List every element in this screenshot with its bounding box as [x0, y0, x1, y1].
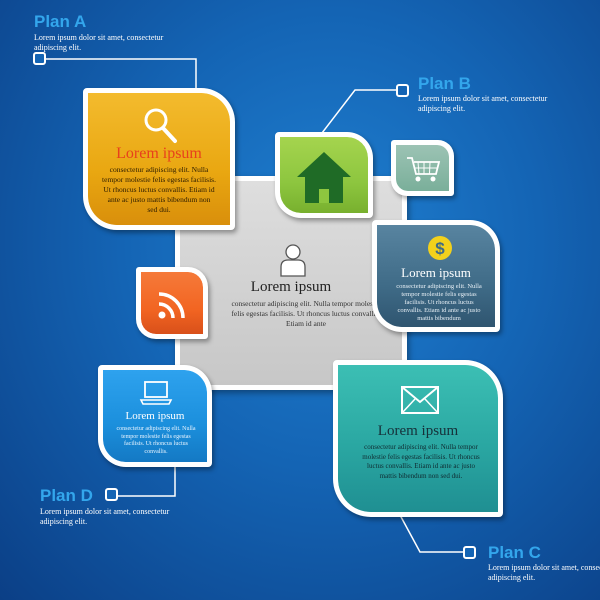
connector-plan-b	[321, 89, 403, 134]
tile-laptop-heading: Lorem ipsum	[125, 410, 185, 422]
laptop-icon	[139, 381, 173, 405]
tile-mail-heading: Lorem ipsum	[377, 423, 459, 439]
tile-cart	[391, 140, 454, 196]
plan-a-description: Lorem ipsum dolor sit amet, consectetur …	[34, 33, 164, 52]
connector-plan-a	[46, 58, 197, 90]
tile-laptop: Lorem ipsum consectetur adipiscing elit.…	[98, 365, 212, 467]
connector-plan-c	[399, 514, 467, 553]
plan-b-description: Lorem ipsum dolor sit amet, consectetur …	[418, 94, 548, 113]
connector-node-b	[396, 84, 409, 97]
connector-node-d	[105, 488, 118, 501]
plan-d-description: Lorem ipsum dolor sit amet, consectetur …	[40, 507, 170, 526]
tile-rss	[136, 267, 208, 339]
mail-icon	[401, 386, 439, 414]
connector-node-c	[463, 546, 476, 559]
person-icon	[280, 244, 306, 277]
tile-dollar: $ Lorem ipsum consectetur adipiscing eli…	[372, 220, 500, 332]
connector-node-a	[33, 52, 46, 65]
tile-mail: Lorem ipsum consectetur adipiscing elit.…	[333, 360, 503, 517]
tile-search-heading: Lorem ipsum	[116, 145, 202, 162]
tile-dollar-body: consectetur adipiscing elit. Nulla tempo…	[396, 283, 482, 322]
plan-b-title: Plan B	[418, 74, 471, 93]
tile-search-body: consectetur adipiscing elit. Nulla tempo…	[102, 165, 216, 214]
tile-laptop-body: consectetur adipiscing elit. Nulla tempo…	[116, 426, 196, 455]
search-icon	[144, 108, 177, 143]
rss-icon	[158, 292, 185, 319]
tile-mail-body: consectetur adipiscing elit. Nulla tempo…	[362, 443, 480, 480]
plan-c-description: Lorem ipsum dolor sit amet, consectetur …	[488, 563, 600, 582]
plan-c-title: Plan C	[488, 543, 541, 562]
svg-text:$: $	[435, 239, 445, 258]
tile-search: Lorem ipsum consectetur adipiscing elit.…	[83, 88, 235, 230]
dollar-icon: $	[428, 236, 452, 260]
center-body: consectetur adipiscing elit. Nulla tempo…	[231, 299, 381, 328]
cart-icon	[407, 157, 441, 182]
tile-home	[275, 132, 373, 218]
plan-d-title: Plan D	[40, 486, 93, 505]
center-heading: Lorem ipsum	[250, 279, 332, 295]
tile-dollar-heading: Lorem ipsum	[401, 265, 471, 280]
plan-a-title: Plan A	[34, 12, 87, 31]
home-icon	[297, 152, 351, 203]
connector-plan-d	[113, 467, 176, 497]
